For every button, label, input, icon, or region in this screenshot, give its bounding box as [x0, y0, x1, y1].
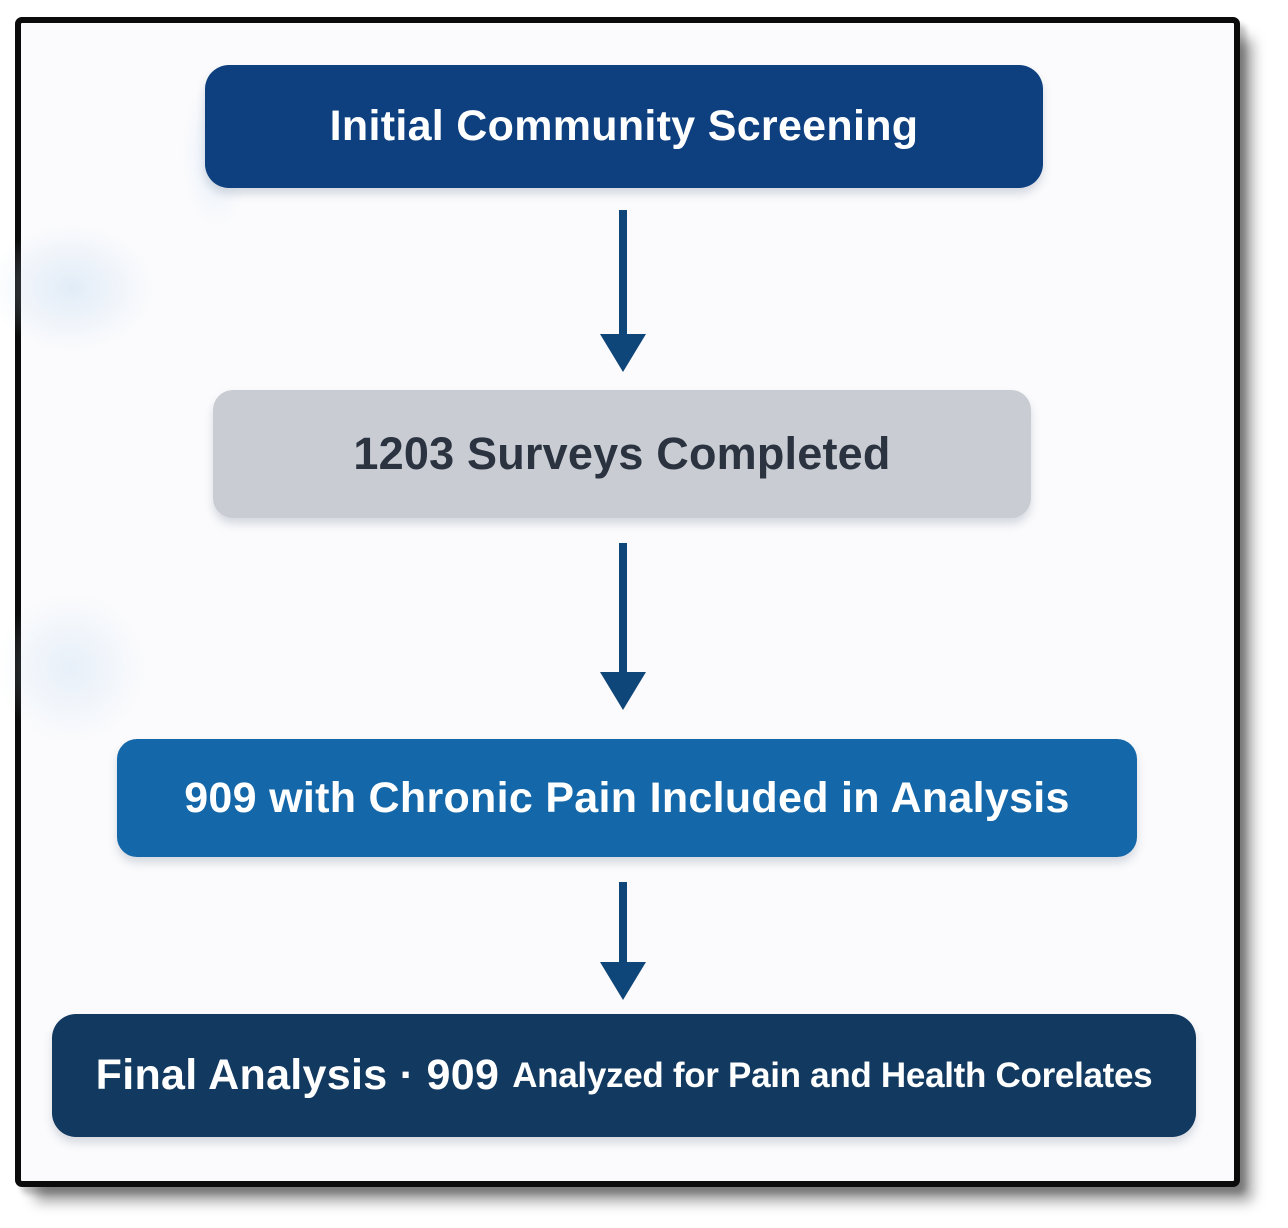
node-surveys-completed: 1203 Surveys Completed [213, 390, 1031, 518]
node-label: 909 with Chronic Pain Included in Analys… [184, 773, 1070, 822]
background-smudge [0, 568, 171, 768]
node-final-analysis: Final Analysis · 909 Analyzed for Pain a… [52, 1014, 1196, 1137]
flow-arrow-1 [600, 210, 646, 372]
node-label-secondary: Analyzed for Pain and Health Corelates [512, 1055, 1153, 1095]
node-initial-community-screening: Initial Community Screening [205, 65, 1043, 188]
background-smudge [0, 203, 181, 373]
flow-arrow-3 [600, 882, 646, 1000]
arrow-shaft [619, 543, 627, 672]
flow-arrow-2 [600, 543, 646, 710]
node-label-primary: Final Analysis · 909 [95, 1051, 500, 1099]
arrow-head-icon [600, 672, 646, 710]
arrow-head-icon [600, 962, 646, 1000]
arrow-shaft [619, 882, 627, 962]
node-label: Initial Community Screening [329, 102, 919, 150]
arrow-head-icon [600, 334, 646, 372]
node-label: 1203 Surveys Completed [353, 428, 891, 479]
node-chronic-pain-included: 909 with Chronic Pain Included in Analys… [117, 739, 1137, 857]
diagram-frame: Initial Community Screening 1203 Surveys… [0, 17, 1240, 1187]
arrow-shaft [619, 210, 627, 334]
